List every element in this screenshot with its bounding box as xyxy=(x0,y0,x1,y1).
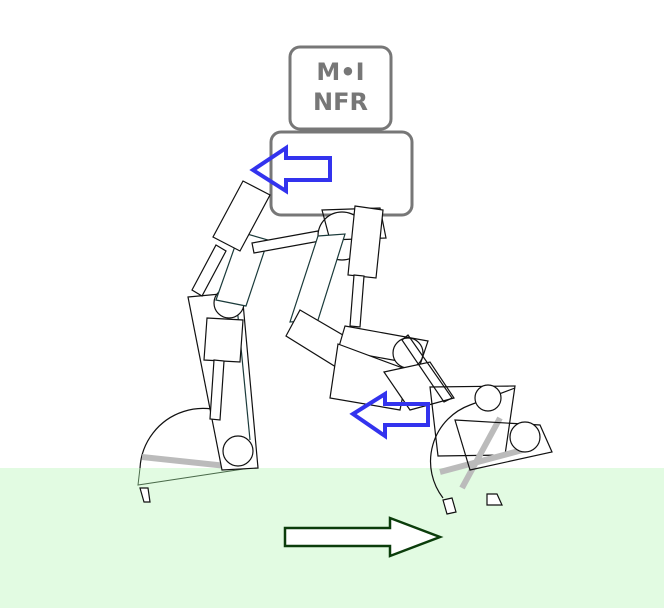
rear-wheel-strut-1 xyxy=(459,416,503,490)
logo: M•I NFR xyxy=(288,45,393,131)
front-leg xyxy=(137,180,321,503)
rear-ankle-joint xyxy=(474,384,502,412)
front-lower-rod xyxy=(209,359,225,421)
front-wheel-rim xyxy=(137,467,251,486)
rear-wheel xyxy=(429,387,516,499)
front-hip-link xyxy=(251,230,321,254)
logo-line-2: NFR xyxy=(313,88,368,116)
front-thigh-actuator xyxy=(212,180,271,252)
rear-foot-2 xyxy=(486,493,503,506)
rear-thigh-rod xyxy=(349,274,365,328)
ground-direction-arrow-icon xyxy=(283,516,444,558)
robot-body xyxy=(269,130,414,217)
leg-motion-arrow-icon xyxy=(349,390,430,440)
body-motion-arrow-icon xyxy=(249,144,332,195)
rear-wheel-strut-2 xyxy=(439,445,531,475)
logo-frame xyxy=(288,45,393,131)
front-thigh-rod xyxy=(191,244,227,297)
rear-wheel-joint xyxy=(509,421,541,453)
logo-line-1: M•I xyxy=(316,58,364,86)
rear-thigh xyxy=(289,233,346,323)
front-knee-actuator xyxy=(203,317,244,363)
rear-foot-1 xyxy=(442,497,457,515)
rear-shank-actuator xyxy=(383,361,455,411)
front-ankle-joint xyxy=(222,435,254,467)
rear-lower-link xyxy=(401,334,453,403)
rear-wheel-spokes xyxy=(454,419,553,471)
rear-thigh-actuator xyxy=(347,205,384,279)
front-wheel-strut xyxy=(141,454,237,470)
front-foot xyxy=(139,487,151,503)
rear-knee-box xyxy=(329,343,409,411)
rear-leg xyxy=(285,205,553,515)
